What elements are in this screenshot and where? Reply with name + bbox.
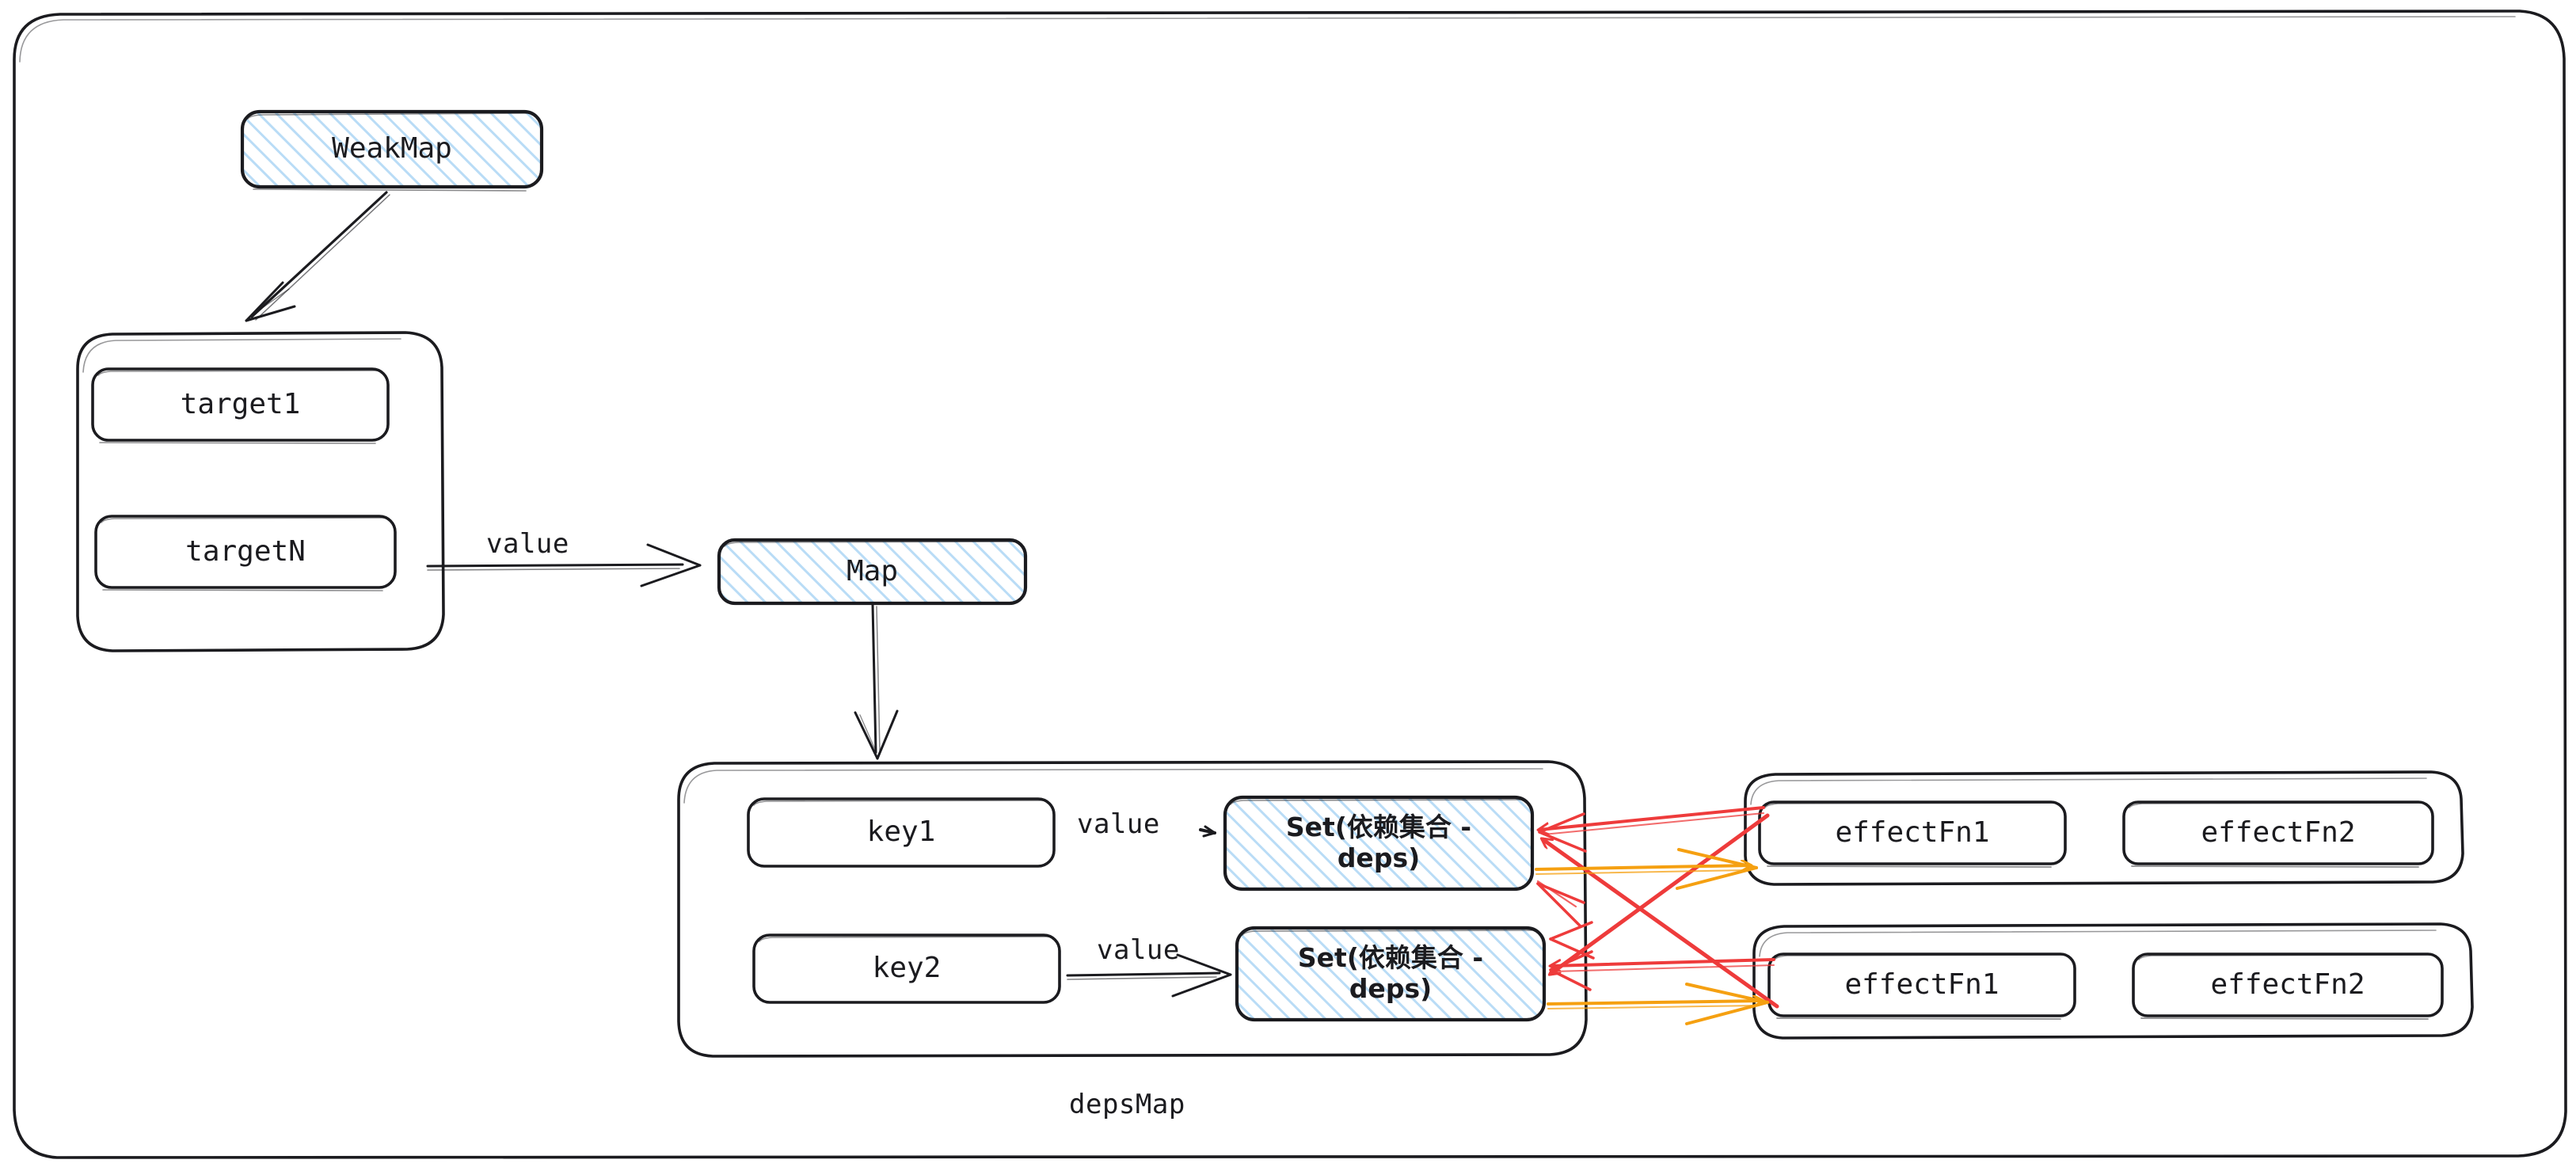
edge-targetn-to-map: [426, 543, 702, 587]
edge-key1-to-set1: [1199, 825, 1216, 838]
edge-weakmap-to-targets: [245, 191, 390, 322]
edge-label-target-to-map: value: [486, 528, 569, 560]
node-target1-shape: [91, 367, 390, 444]
edge-label-key1-to-set1: value: [1077, 808, 1160, 840]
node-weakmap-shape: [240, 109, 544, 192]
edges-red: [1536, 806, 1779, 1009]
edges-orange: [1535, 848, 1769, 1025]
node-set1-shape: [1223, 795, 1535, 892]
node-set2-shape: [1235, 926, 1547, 1022]
group-label-depsmap: depsMap: [1069, 1089, 1185, 1120]
group-targets: [76, 331, 445, 652]
node-effect-a2-shape: [2122, 800, 2434, 868]
node-map-shape: [717, 538, 1028, 606]
edge-map-to-depsmap: [854, 603, 899, 760]
node-targetn-shape: [94, 515, 397, 591]
edge-label-key2-to-set2: value: [1097, 934, 1180, 966]
group-effects-b: [1752, 922, 2474, 1040]
outer-frame: [13, 10, 2567, 1159]
group-effects-a: [1744, 770, 2464, 886]
edge-key2-to-set2: [1066, 953, 1232, 998]
node-key1-shape: [747, 797, 1056, 868]
node-key2-shape: [752, 933, 1061, 1004]
node-effect-b1-shape: [1767, 952, 2076, 1020]
node-effect-a1-shape: [1758, 800, 2067, 868]
node-effect-b2-shape: [2132, 952, 2444, 1020]
group-depsmap: [677, 760, 1588, 1058]
